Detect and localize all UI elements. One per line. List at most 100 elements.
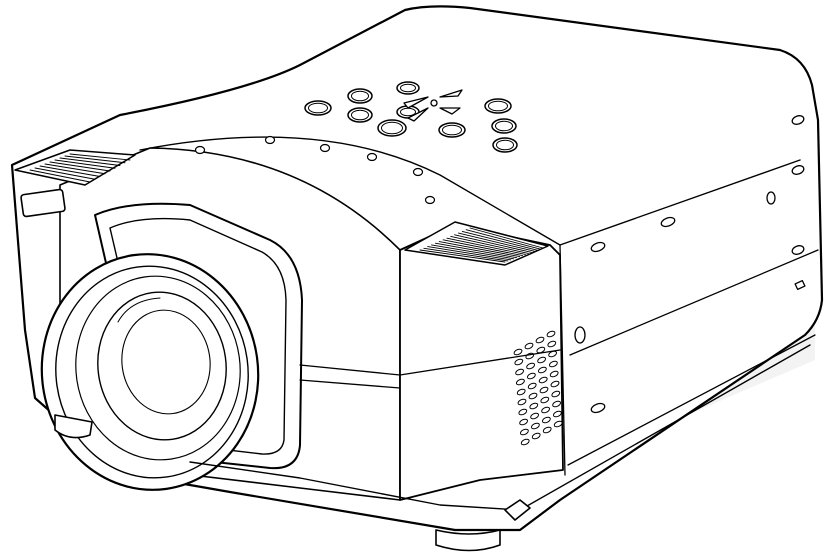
vent-slat [39, 165, 101, 177]
vent-slat [469, 227, 544, 249]
vent-slat [427, 246, 512, 261]
adjustable-feet [54, 414, 531, 552]
vent-hole [541, 406, 551, 414]
front-right-foot [435, 529, 501, 552]
status-indicator-window [20, 188, 66, 218]
control-button-inner [488, 100, 508, 112]
vent-hole [515, 378, 525, 386]
vent-slat [438, 241, 521, 258]
ridge-marker [366, 152, 378, 162]
vent-hole [547, 340, 557, 348]
ridge-marker [424, 195, 436, 205]
vent-hole [548, 360, 558, 368]
vent-hole [520, 438, 530, 446]
vent-hole [528, 392, 538, 400]
vent-hole [550, 380, 560, 388]
control-button-inner [351, 90, 369, 102]
control-panel [304, 81, 518, 153]
control-button-inner [400, 83, 416, 93]
vent-hole [552, 400, 562, 408]
side-clips [574, 115, 806, 414]
vent-hole [514, 358, 524, 366]
control-button-inner [495, 120, 513, 132]
lens-inner-element [121, 309, 211, 415]
vent-hole [552, 410, 562, 418]
front-left-foot [54, 414, 93, 439]
vent-slat [49, 161, 111, 172]
vent-hole [526, 372, 536, 380]
vent-slat [431, 244, 515, 260]
vent-slat [29, 169, 91, 183]
control-button-inner [442, 124, 462, 136]
vent-slat [34, 167, 96, 180]
vent-slat [434, 242, 518, 259]
vent-slat [69, 153, 131, 161]
vent-hole [536, 346, 546, 354]
vent-slat [59, 157, 121, 166]
vent-hole [526, 362, 536, 370]
ridge-marker [264, 135, 276, 145]
vent-slat [423, 247, 509, 262]
ridge-marker [319, 143, 331, 153]
side-vent-perforations [513, 330, 563, 446]
vent-slat [44, 163, 106, 175]
vent-hole [518, 408, 528, 416]
lens-highlight-arc [117, 297, 161, 323]
vent-hole [537, 366, 547, 374]
vent-hole [542, 426, 552, 434]
vent-hole [538, 376, 548, 384]
vent-hole [541, 416, 551, 424]
vent-hole [549, 370, 559, 378]
vent-slat [446, 237, 526, 255]
arrow-up-right-icon [439, 89, 463, 98]
vent-slat [458, 232, 535, 252]
arrow-down-right-icon [439, 107, 461, 115]
vent-hole [524, 342, 534, 350]
vent-hole [516, 388, 526, 396]
center-select-dot [430, 99, 438, 107]
vent-hole [540, 396, 550, 404]
vent-hole [517, 398, 527, 406]
left-vent-housing [14, 149, 136, 186]
vent-hole [530, 412, 540, 420]
vent-slat [419, 249, 506, 263]
control-button-inner [308, 102, 328, 114]
ridge-markers [194, 135, 436, 205]
vent-hole [527, 382, 537, 390]
vent-slat [64, 155, 126, 164]
vent-slat [442, 239, 523, 256]
vent-hole [513, 348, 523, 356]
vent-hole [519, 428, 529, 436]
vent-slat [465, 229, 541, 250]
vent-hole [551, 390, 561, 398]
bottom-seam [299, 349, 561, 389]
top-vent-housing [404, 221, 549, 266]
ridge-marker [194, 145, 206, 155]
vent-slat [461, 230, 538, 251]
top-vent-grille [419, 227, 544, 263]
vent-hole [539, 386, 549, 394]
directional-pad-icon [403, 89, 463, 122]
rear-latch [504, 499, 531, 521]
vent-slat [54, 159, 116, 169]
vent-hole [519, 418, 529, 426]
vent-hole [531, 432, 541, 440]
vent-hole [546, 330, 556, 338]
arrow-down-left-icon [407, 107, 429, 122]
ridge-marker [412, 167, 424, 177]
vent-hole [529, 402, 539, 410]
vent-hole [535, 336, 545, 344]
control-button-inner [496, 139, 514, 151]
vent-hole [515, 368, 525, 376]
vent-hole [537, 356, 547, 364]
vent-hole [530, 422, 540, 430]
arrow-up-left-icon [403, 96, 429, 109]
control-button-inner [351, 109, 369, 121]
vent-hole [553, 420, 563, 428]
vent-slat [450, 236, 529, 254]
vent-slat [454, 234, 532, 253]
left-vent-grille [29, 153, 131, 183]
base-lip [189, 344, 811, 511]
top-surface-ridge [139, 136, 801, 246]
